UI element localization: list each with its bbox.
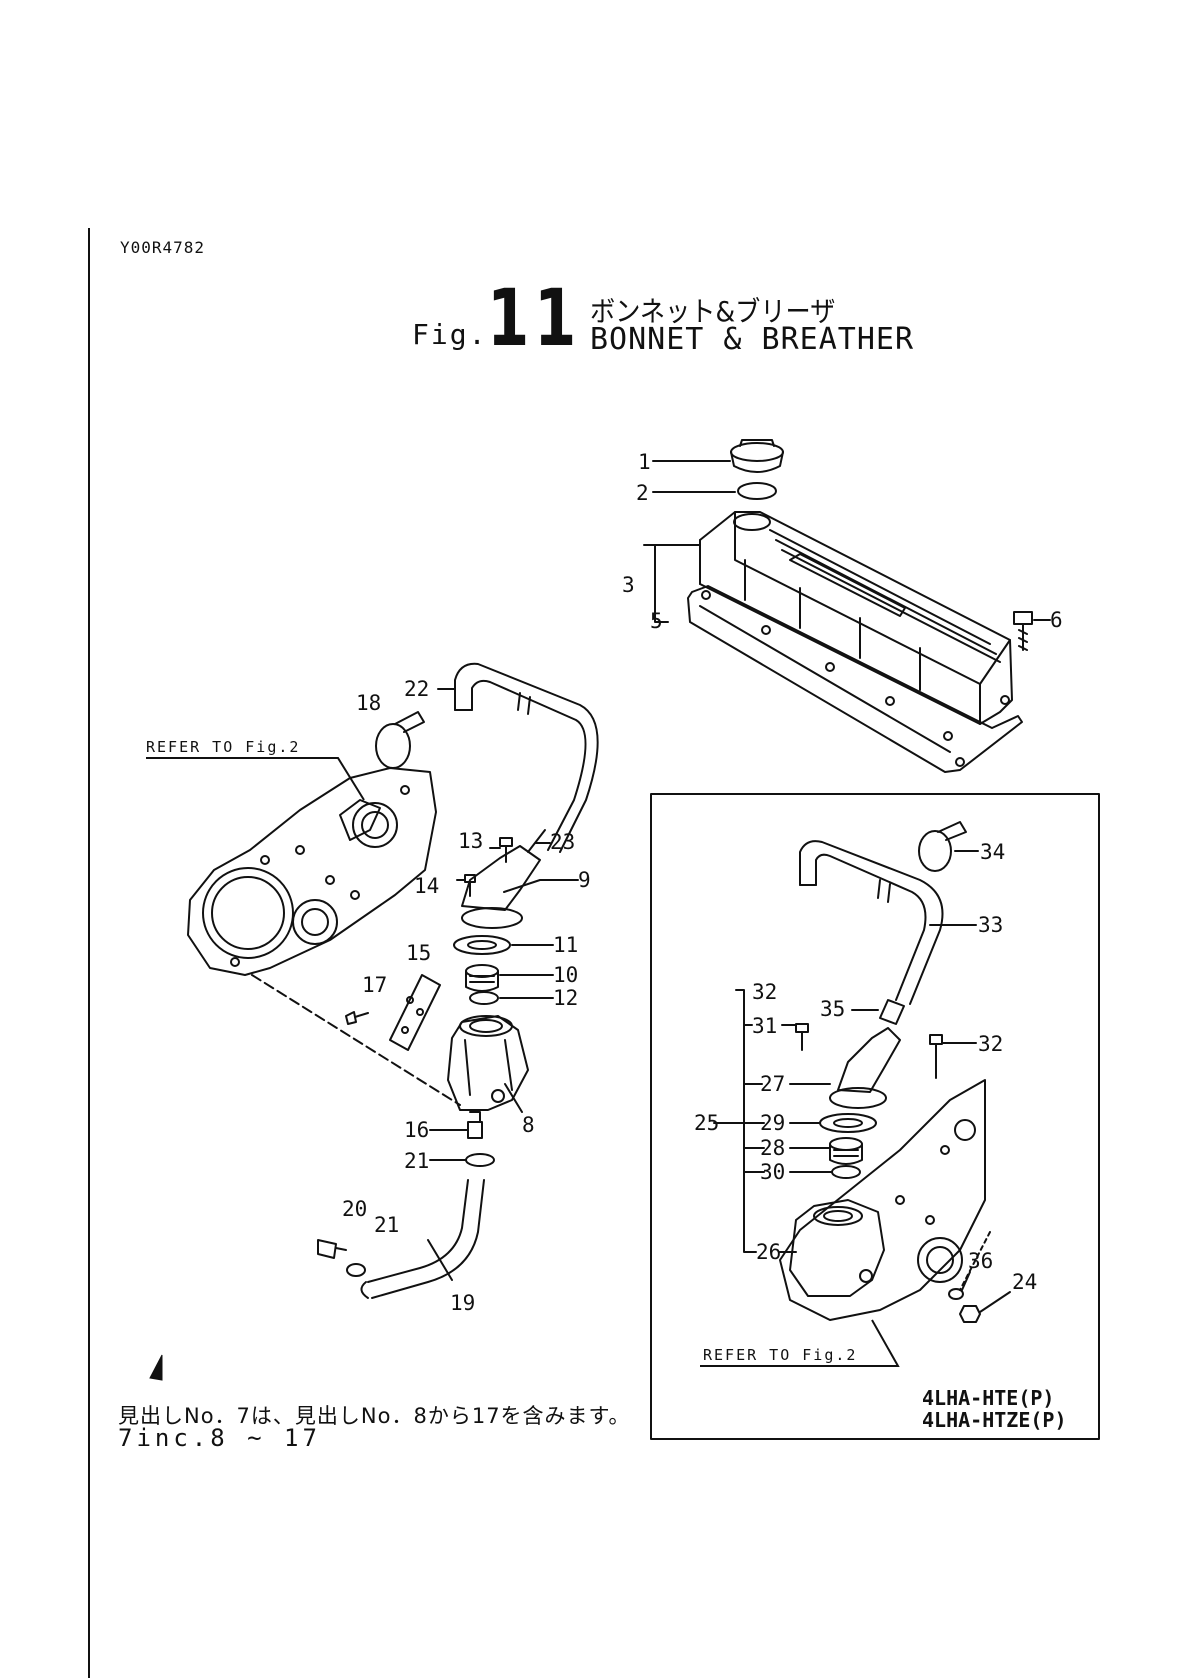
note-arrow-icon xyxy=(150,1355,162,1380)
cover-bolt-icon xyxy=(1014,612,1032,650)
hose-fitting-icon xyxy=(318,1240,365,1276)
spacer-ring-icon xyxy=(470,992,498,1004)
callout-2: 2 xyxy=(636,481,649,505)
callout-29: 29 xyxy=(760,1111,785,1135)
callout-6: 6 xyxy=(1050,608,1063,632)
callout-33: 33 xyxy=(978,913,1003,937)
inset-spacer-ring-icon xyxy=(832,1166,860,1178)
callout-14: 14 xyxy=(414,874,439,898)
inset-hose-clamp-icon xyxy=(919,822,966,871)
hose-clamp-icon xyxy=(376,712,424,768)
callout-22: 22 xyxy=(404,677,429,701)
callout-26: 26 xyxy=(756,1240,781,1264)
inset-breather-element-icon xyxy=(830,1138,862,1164)
callout-31: 31 xyxy=(752,1014,777,1038)
callout-32a: 32 xyxy=(752,980,777,1004)
breather-plate-icon xyxy=(390,975,440,1050)
callout-12: 12 xyxy=(553,986,578,1010)
callout-30: 30 xyxy=(760,1160,785,1184)
valve-cover-icon xyxy=(700,512,1012,724)
model-4lha-htze-p: 4LHA-HTZE(P) xyxy=(922,1408,1067,1432)
inset-breather-case-icon xyxy=(790,1200,884,1296)
callout-13: 13 xyxy=(458,829,483,853)
model-4lha-hte-p: 4LHA-HTE(P) xyxy=(922,1386,1054,1410)
o-ring-icon xyxy=(738,483,776,499)
breather-case-icon xyxy=(448,1016,528,1110)
inset-gear-case-icon xyxy=(780,1080,985,1320)
inset-breather-elbow-icon xyxy=(830,1028,900,1108)
callout-9: 9 xyxy=(578,868,591,892)
gear-case-icon xyxy=(188,768,436,975)
refer-to-fig2-inset: REFER TO Fig.2 xyxy=(703,1346,857,1364)
callout-17: 17 xyxy=(362,973,387,997)
callout-20: 20 xyxy=(342,1197,367,1221)
callout-21b: 21 xyxy=(374,1213,399,1237)
callout-19: 19 xyxy=(450,1291,475,1315)
breather-hose-icon xyxy=(455,664,598,852)
callout-3: 3 xyxy=(622,573,635,597)
callout-18: 18 xyxy=(356,691,381,715)
note-english: 7inc.8 ~ 17 xyxy=(118,1424,321,1452)
callout-34: 34 xyxy=(980,840,1005,864)
callout-28: 28 xyxy=(760,1136,785,1160)
callout-5: 5 xyxy=(650,609,663,633)
inset-washer-nut-icon xyxy=(949,1289,980,1322)
alignment-line xyxy=(252,975,460,1105)
inset-gasket-icon xyxy=(820,1114,876,1132)
callout-24: 24 xyxy=(1012,1270,1037,1294)
inset-bolt-icon xyxy=(796,1024,942,1078)
callout-36: 36 xyxy=(968,1249,993,1273)
oil-filler-cap-icon xyxy=(731,440,783,472)
callout-23: 23 xyxy=(550,830,575,854)
callout-15: 15 xyxy=(406,941,431,965)
callout-27: 27 xyxy=(760,1072,785,1096)
breather-element-icon xyxy=(466,965,498,991)
callout-8: 8 xyxy=(522,1113,535,1137)
callout-25: 25 xyxy=(694,1111,719,1135)
callout-35: 35 xyxy=(820,997,845,1021)
refer-to-fig2-main: REFER TO Fig.2 xyxy=(146,738,300,756)
callout-21a: 21 xyxy=(404,1149,429,1173)
callout-10: 10 xyxy=(553,963,578,987)
drain-plug-icon xyxy=(468,1112,482,1138)
callout-1: 1 xyxy=(638,450,651,474)
gasket-icon xyxy=(454,936,510,954)
callout-11: 11 xyxy=(553,933,578,957)
callout-32b: 32 xyxy=(978,1032,1003,1056)
callout-16: 16 xyxy=(404,1118,429,1142)
